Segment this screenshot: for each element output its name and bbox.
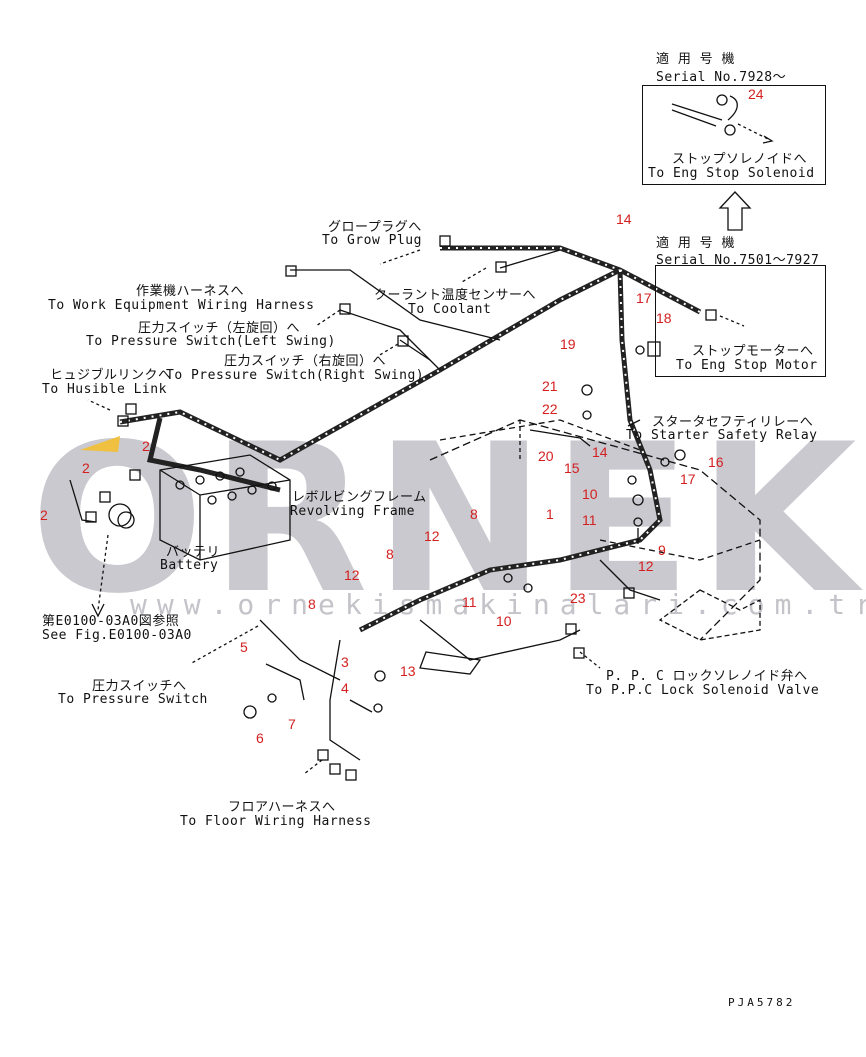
floor-harness-jp: フロアハーネスへ [228,800,336,815]
pressure-right-en: To Pressure Switch(Right Swing) [166,368,425,383]
callout-15: 15 [564,460,580,476]
serial-old-en: Serial No.7501～7927 [656,253,820,268]
serial-new-jp: 適 用 号 機 [656,52,735,67]
see-figure-en: See Fig.E0100-03A0 [42,628,192,643]
work-equipment-en: To Work Equipment Wiring Harness [48,298,315,313]
callout-5: 5 [240,639,248,655]
callout-24: 24 [748,86,764,102]
callout-12-right: 12 [638,558,654,574]
floor-harness-en: To Floor Wiring Harness [180,814,372,829]
callout-12-left: 12 [344,567,360,583]
callout-6: 6 [256,730,264,746]
serial-old-jp: 適 用 号 機 [656,236,735,251]
callout-14-top: 14 [616,211,632,227]
callout-10-bottom: 10 [496,613,512,629]
callout-7: 7 [288,716,296,732]
callout-8-mid: 8 [386,546,394,562]
callout-21: 21 [542,378,558,394]
battery-jp: バッテリ [166,545,221,560]
callout-17-top: 17 [636,290,652,306]
callout-4: 4 [341,680,349,696]
stop-solenoid-en: To Eng Stop Solenoid [648,166,815,181]
revolving-frame-en: Revolving Frame [290,504,415,519]
stop-motor-en: To Eng Stop Motor [676,358,818,373]
starter-relay-jp: スタータセフティリレーへ [652,415,814,430]
ppc-valve-jp: P. P. C ロックソレノイド弁へ [606,669,808,684]
stop-motor-jp: ストップモーターへ [692,344,814,359]
pressure-switch-jp: 圧力スイッチへ [92,679,187,694]
callout-22: 22 [542,401,558,417]
callout-1: 1 [546,506,554,522]
battery-en: Battery [160,558,219,573]
revolving-frame-jp: レボルビングフレーム [292,490,427,505]
see-figure-jp: 第E0100-03A0図参照 [42,614,180,629]
callout-11-top: 11 [582,512,597,528]
ppc-valve-en: To P.P.C Lock Solenoid Valve [586,683,820,698]
callout-3: 3 [341,654,349,670]
stop-solenoid-jp: ストップソレノイドへ [672,152,808,167]
coolant-jp: クーラント温度センサーへ [374,288,537,303]
callout-10-top: 10 [582,486,598,502]
callout-9: 9 [658,542,666,558]
fusible-link-en: To Husible Link [42,382,167,397]
callout-14-mid: 14 [592,444,608,460]
callout-23: 23 [570,590,586,606]
callout-18: 18 [656,310,672,326]
callout-11-bottom: 11 [462,594,477,610]
callout-13: 13 [400,663,416,679]
watermark-url: www.ornekismakinalari.com.tr [130,588,866,621]
serial-new-en: Serial No.7928～ [656,70,787,85]
callout-16: 16 [708,454,724,470]
callout-20: 20 [538,448,554,464]
pressure-right-jp: 圧力スイッチ（右旋回）へ [224,354,387,369]
callout-19: 19 [560,336,576,352]
callout-2-mid: 2 [82,460,90,476]
work-equipment-jp: 作業機ハーネスへ [136,284,245,299]
callout-12-top: 12 [424,528,440,544]
inset-box-serial-old [655,265,826,377]
callout-17-mid: 17 [680,471,696,487]
callout-8-left: 8 [308,596,316,612]
callout-8-right: 8 [470,506,478,522]
coolant-en: To Coolant [408,302,492,317]
fusible-link-jp: ヒュジブルリンクへ [50,368,172,383]
drawing-code: PJA5782 [728,996,796,1009]
callout-2-top: 2 [142,438,150,454]
pressure-switch-en: To Pressure Switch [58,692,208,707]
inset-box-serial-new [642,85,826,185]
pressure-left-en: To Pressure Switch(Left Swing) [86,334,336,349]
glow-plug-en: To Grow Plug [322,233,422,248]
starter-relay-en: To Starter Safety Relay [626,428,818,443]
glow-plug-jp: グロープラグへ [328,220,422,235]
pressure-left-jp: 圧力スイッチ（左旋回）へ [138,321,301,336]
accent-mark [80,436,120,452]
callout-2-left: 2 [40,507,48,523]
